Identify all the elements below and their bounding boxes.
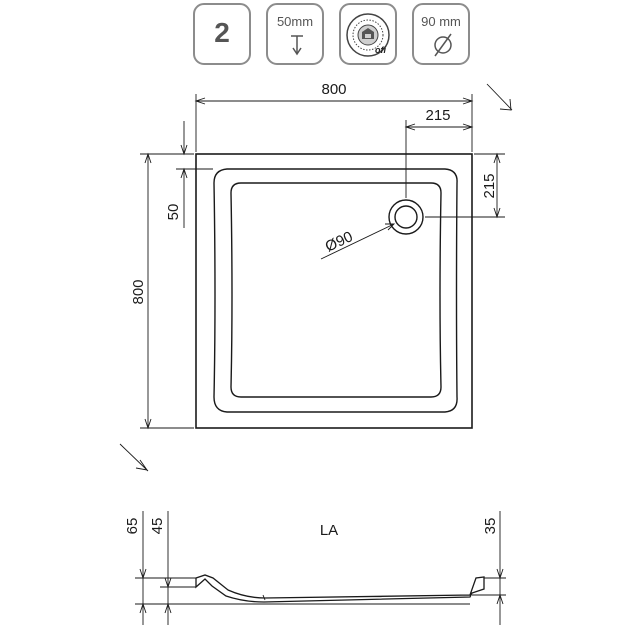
height-arrow-icon xyxy=(291,35,303,56)
drain-offset-y-label: 215 xyxy=(481,173,498,198)
tray-outline xyxy=(195,153,473,429)
height-value: 50mm xyxy=(276,14,314,29)
certificate-badge: ofi xyxy=(339,3,397,65)
drain-outer xyxy=(388,199,424,235)
depth-label: 800 xyxy=(130,279,147,304)
tray-basin xyxy=(230,182,442,398)
height-badge: 50mm xyxy=(266,3,324,65)
tray-profile xyxy=(195,574,485,603)
diameter-badge: 90 mm xyxy=(412,3,470,65)
count-value: 2 xyxy=(214,17,230,48)
section-right-height-label: 35 xyxy=(482,518,499,535)
diameter-value: 90 mm xyxy=(421,14,461,29)
count-badge: 2 xyxy=(193,3,251,65)
width-label: 800 xyxy=(321,81,346,98)
drain-offset-x-label: 215 xyxy=(425,107,450,124)
section-label: LA xyxy=(320,522,338,539)
rim-label: 50 xyxy=(165,204,182,221)
certificate-label: ofi xyxy=(375,45,386,55)
diameter-icon xyxy=(434,33,452,57)
section-total-height-label: 65 xyxy=(124,518,141,535)
drain-diameter-label: Ø90 xyxy=(323,228,356,255)
tray-rim xyxy=(213,168,458,413)
drain-inner xyxy=(394,205,418,229)
certification-seal-icon: ofi xyxy=(346,13,390,57)
section-rim-height-label: 45 xyxy=(149,518,166,535)
